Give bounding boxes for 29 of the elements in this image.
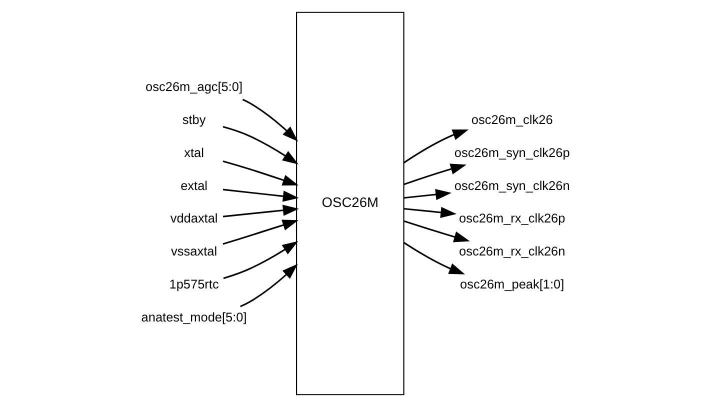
node-text: xtal (184, 144, 204, 160)
node-text: osc26m_agc[5:0] (145, 79, 242, 94)
arrow (242, 98, 298, 142)
node-text: extal (180, 178, 208, 193)
node-text: 1p575rtc (168, 276, 218, 292)
arrow (403, 220, 470, 242)
node-text: osc26m_peak[1:0] (460, 276, 564, 292)
node-text: osc26m_rx_clk26p (458, 210, 565, 226)
arrow (402, 129, 468, 164)
node-text: osc26m_syn_clk26n (454, 178, 570, 193)
arrow (403, 188, 452, 200)
node-text: osc26m_clk26 (470, 112, 552, 127)
arrow (222, 220, 298, 245)
arrow (240, 264, 298, 308)
arrow (403, 206, 456, 218)
node-text: osc26m_rx_clk26n (458, 244, 565, 259)
node-box: OSC26M (296, 12, 404, 396)
arrow (222, 241, 298, 280)
arrow (222, 126, 298, 164)
arrow (222, 188, 298, 202)
arrow (403, 164, 466, 186)
arrow (222, 160, 298, 186)
node-text: vddaxtal (170, 210, 218, 226)
arrow (403, 242, 465, 274)
node-text: anatest_mode[5:0] (140, 309, 246, 324)
arrow (222, 204, 298, 218)
node-text: vssaxtal (170, 244, 217, 259)
node-text: osc26m_syn_clk26p (454, 144, 570, 160)
node-text: stby (182, 112, 206, 127)
